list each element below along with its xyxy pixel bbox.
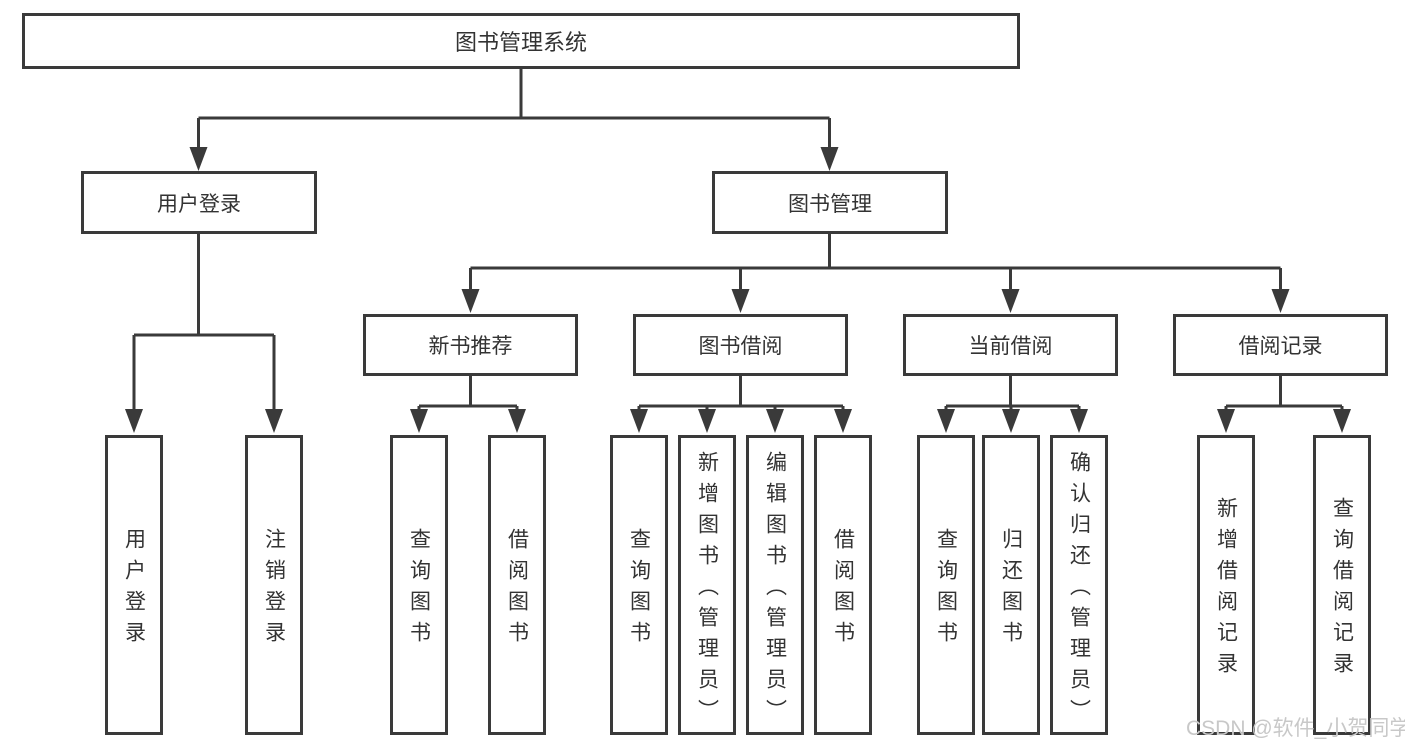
leaf-borrow-books-recommend: 借阅图书 <box>488 435 546 735</box>
node-library-management-system-label: 图书管理系统 <box>454 30 587 55</box>
arrow-down-icon <box>630 409 648 433</box>
node-user-login: 用户登录 <box>81 171 317 234</box>
node-book-management-label: 图书管理 <box>788 192 872 216</box>
leaf-add-borrow-record: 新增借阅记录 <box>1197 435 1255 735</box>
arrow-down-icon <box>461 289 480 313</box>
watermark: CSDN @软件_小贺同学 <box>1186 717 1405 740</box>
leaf-query-books-current-label: 查询图书 <box>934 528 958 652</box>
leaf-query-books-borrowing-label: 查询图书 <box>627 528 651 652</box>
leaf-borrow-books-label: 借阅图书 <box>831 528 855 652</box>
node-new-book-recommendation-label: 新书推荐 <box>428 335 513 358</box>
arrow-down-icon <box>508 409 526 433</box>
arrow-down-icon <box>820 147 839 171</box>
arrow-down-icon <box>189 147 208 171</box>
arrow-down-icon <box>698 409 716 433</box>
arrow-down-icon <box>1002 409 1020 433</box>
leaf-query-books-current: 查询图书 <box>917 435 975 735</box>
node-current-borrowing-label: 当前借阅 <box>968 335 1053 358</box>
leaf-user-login: 用户登录 <box>105 435 163 735</box>
node-library-management-system: 图书管理系统 <box>22 13 1020 69</box>
node-user-login-label: 用户登录 <box>157 192 241 216</box>
leaf-query-books-borrowing: 查询图书 <box>610 435 668 735</box>
node-new-book-recommendation: 新书推荐 <box>363 314 578 376</box>
arrow-down-icon <box>1333 409 1351 433</box>
node-borrowing-records-label: 借阅记录 <box>1238 335 1323 358</box>
leaf-add-books-admin: 新增图书（管理员） <box>678 435 736 735</box>
leaf-borrow-books-recommend-label: 借阅图书 <box>505 528 529 652</box>
node-book-borrowing: 图书借阅 <box>633 314 848 376</box>
leaf-logout-label: 注销登录 <box>262 528 286 652</box>
leaf-add-books-admin-label: 新增图书（管理员） <box>695 450 719 730</box>
arrow-down-icon <box>1217 409 1235 433</box>
leaf-confirm-return-admin-label: 确认归还（管理员） <box>1067 450 1091 730</box>
leaf-confirm-return-admin: 确认归还（管理员） <box>1050 435 1108 735</box>
arrow-down-icon <box>766 409 784 433</box>
arrow-down-icon <box>1271 289 1290 313</box>
leaf-add-borrow-record-label: 新增借阅记录 <box>1214 497 1238 683</box>
leaf-edit-books-admin-label: 编辑图书（管理员） <box>763 450 787 730</box>
arrow-down-icon <box>834 409 852 433</box>
arrow-down-icon <box>125 409 143 433</box>
leaf-borrow-books: 借阅图书 <box>814 435 872 735</box>
leaf-query-books-recommend: 查询图书 <box>390 435 448 735</box>
node-borrowing-records: 借阅记录 <box>1173 314 1388 376</box>
leaf-logout: 注销登录 <box>245 435 303 735</box>
leaf-return-books: 归还图书 <box>982 435 1040 735</box>
arrow-down-icon <box>1070 409 1088 433</box>
arrow-down-icon <box>937 409 955 433</box>
node-current-borrowing: 当前借阅 <box>903 314 1118 376</box>
arrow-down-icon <box>265 409 283 433</box>
leaf-query-borrow-record-label: 查询借阅记录 <box>1330 497 1354 683</box>
node-book-borrowing-label: 图书借阅 <box>698 335 783 358</box>
leaf-query-borrow-record: 查询借阅记录 <box>1313 435 1371 735</box>
leaf-edit-books-admin: 编辑图书（管理员） <box>746 435 804 735</box>
leaf-query-books-recommend-label: 查询图书 <box>407 528 431 652</box>
node-book-management: 图书管理 <box>712 171 948 234</box>
leaf-return-books-label: 归还图书 <box>999 528 1023 652</box>
leaf-user-login-label: 用户登录 <box>122 528 146 652</box>
arrow-down-icon <box>1001 289 1020 313</box>
arrow-down-icon <box>731 289 750 313</box>
arrow-down-icon <box>410 409 428 433</box>
